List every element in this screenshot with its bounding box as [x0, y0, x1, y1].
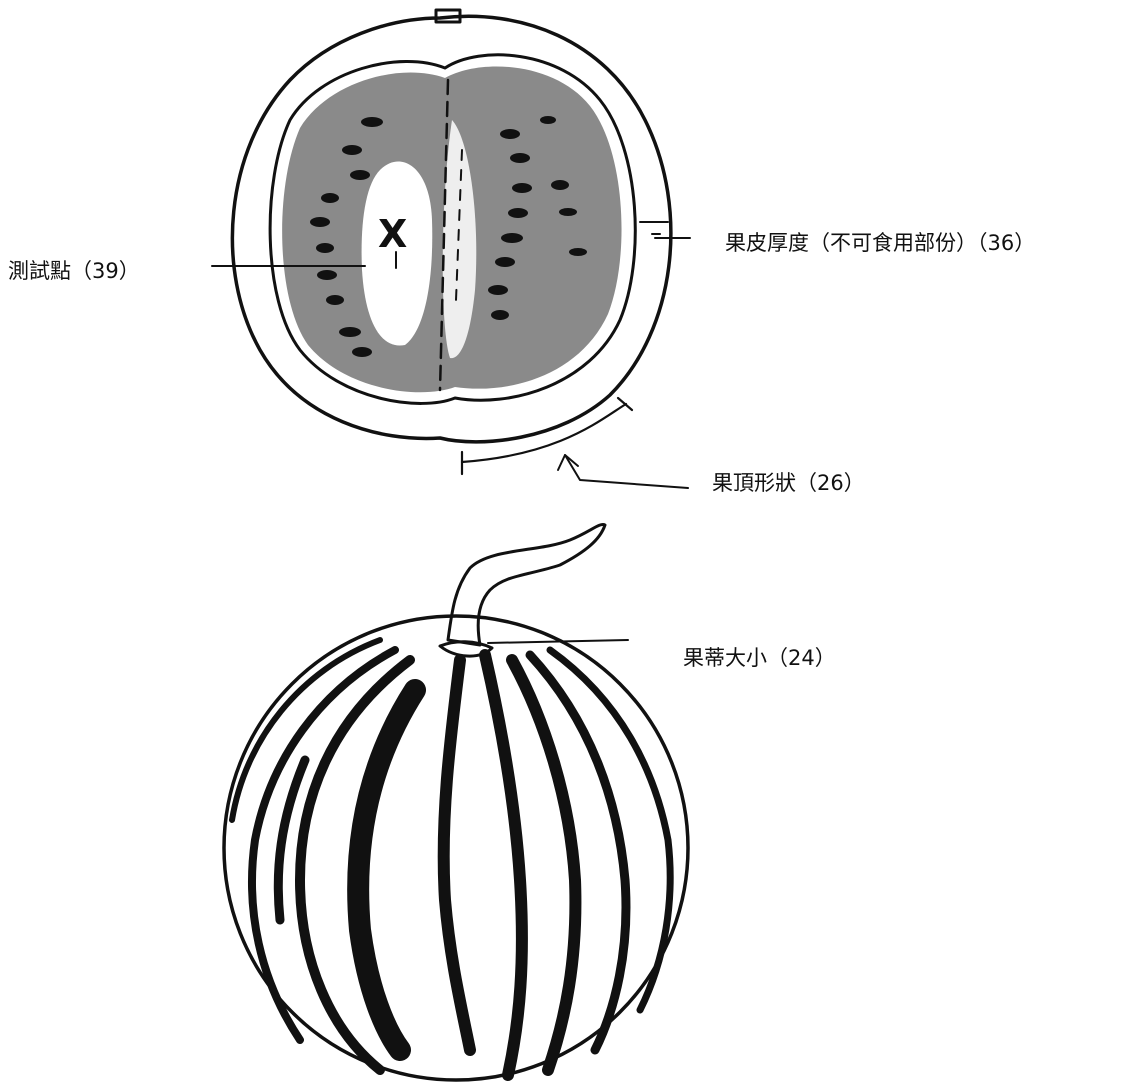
leader-apex-arrowhead	[557, 454, 579, 471]
fruit-stem	[446, 522, 607, 647]
label-rind-thickness: 果皮厚度（不可食用部份）（36）	[725, 231, 1036, 255]
label-stalk-size: 果蒂大小（24）	[683, 646, 836, 670]
stem-nub	[434, 8, 462, 24]
center-line	[438, 78, 450, 392]
center-line-2	[455, 149, 463, 301]
test-point-marker: X	[378, 212, 407, 256]
label-apex-shape: 果頂形狀（26）	[712, 471, 865, 495]
leader-apex-shape	[564, 454, 689, 489]
flesh-outline	[268, 53, 637, 405]
fruit-stripes	[229, 637, 674, 1081]
stem-base	[438, 640, 494, 658]
fruit-cross-section: X	[230, 8, 673, 476]
apex-bracket-end-right	[616, 396, 634, 412]
label-test-point: 測試點（39）	[8, 259, 140, 283]
placenta-right	[442, 120, 477, 359]
seeds	[310, 116, 587, 357]
rind-outer-outline	[230, 14, 673, 444]
apex-bracket	[460, 402, 628, 464]
fruit-body	[222, 614, 690, 1082]
whole-fruit	[222, 522, 690, 1082]
